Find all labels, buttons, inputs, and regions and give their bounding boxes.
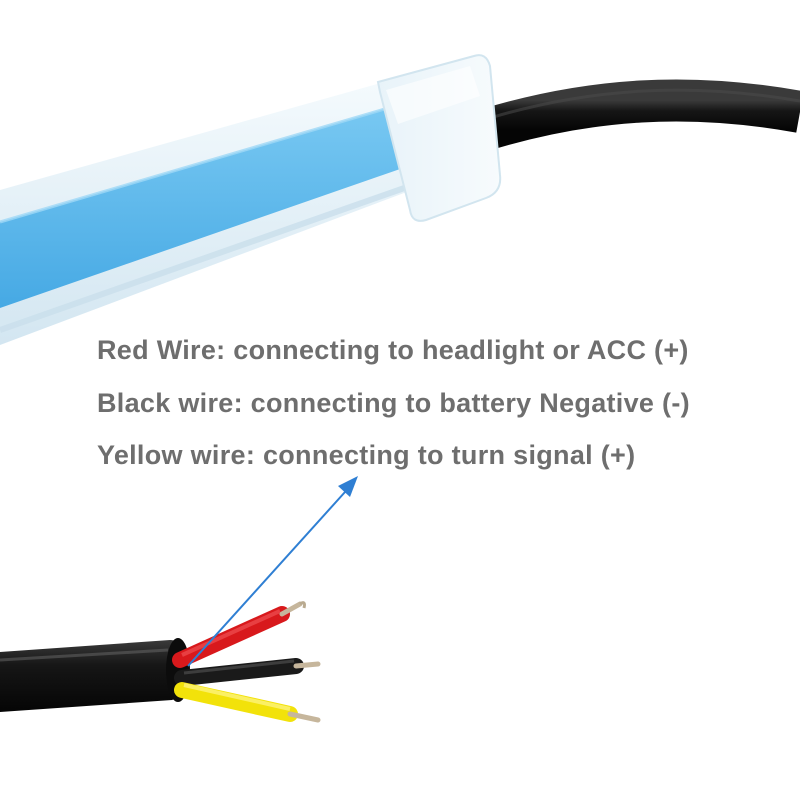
- black-wire-label: Black wire: connecting to battery Negati…: [97, 388, 690, 418]
- red-wire-label: Red Wire: connecting to headlight or ACC…: [97, 335, 689, 365]
- top-cable: [478, 79, 800, 151]
- red-wire: [172, 601, 306, 668]
- arrow-up-right-icon: [187, 476, 358, 667]
- bottom-cable: [0, 638, 190, 712]
- black-wire: [174, 658, 321, 686]
- led-glow: [0, 108, 403, 308]
- yellow-wire: [174, 682, 321, 723]
- yellow-wire-label: Yellow wire: connecting to turn signal (…: [97, 440, 636, 470]
